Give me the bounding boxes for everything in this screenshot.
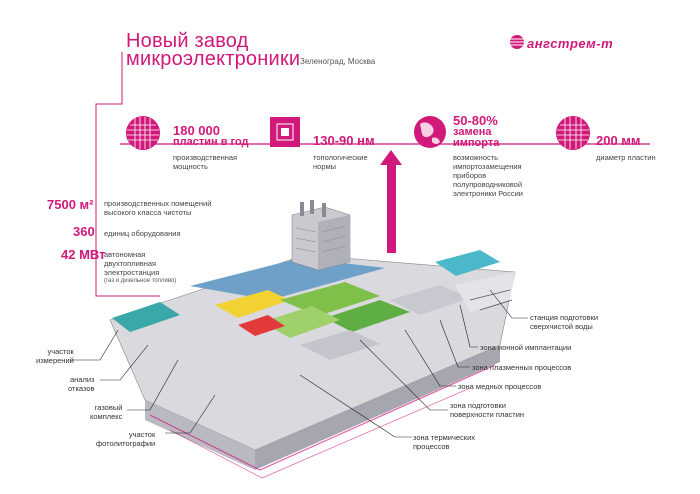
stat-power-note: (газ и дизельное топливо) [104,278,177,284]
callout-lines-left [70,329,216,434]
growth-arrow-head [380,150,402,165]
page-title: Новый завод микроэлектроники [126,30,301,70]
chip-icon [270,117,300,147]
brand-name: ангстрем-т [527,36,614,51]
wafer-grid-icon [126,116,160,150]
stat-equipment-desc: единиц оборудования [104,229,181,238]
stat-cleanroom-desc: производственных помещений высокого клас… [104,199,212,217]
location-label: Зеленоград, Москва [300,57,376,66]
callout-plasma-processes: зона плазменных процессов [472,363,572,372]
stat-topology: 130-90 нм [313,133,375,148]
stat-power: 42 МВт [61,247,106,262]
globe-icon [414,116,446,148]
stat-import: 50-80% замена импорта [453,113,500,149]
growth-arrow-shaft [387,163,396,253]
stat-diameter: 200 мм [596,133,641,148]
stat-capacity: 180 000 пластин в год [173,123,249,148]
stat-topology-desc: топологические нормы [313,153,368,171]
callout-ion-implantation: зона ионной имплантации [480,343,572,352]
callout-lines-right [299,289,528,438]
title-connector-line [95,52,160,297]
stat-import-desc: возможность импортозамещения приборов по… [453,153,523,198]
brand-logo-icon [510,35,524,49]
stat-power-desc: автономная двухтопливная электростанция [104,250,160,277]
stat-equipment: 360 [73,224,95,239]
stat-diameter-desc: диаметр пластин [596,153,656,162]
factory-model [109,200,516,479]
wafer-diameter-icon [556,116,590,150]
callout-copper-processes: зона медных процессов [458,382,542,391]
stat-cleanroom-area: 7500 м² [47,197,94,212]
stat-capacity-desc: производственная мощность [173,153,238,171]
